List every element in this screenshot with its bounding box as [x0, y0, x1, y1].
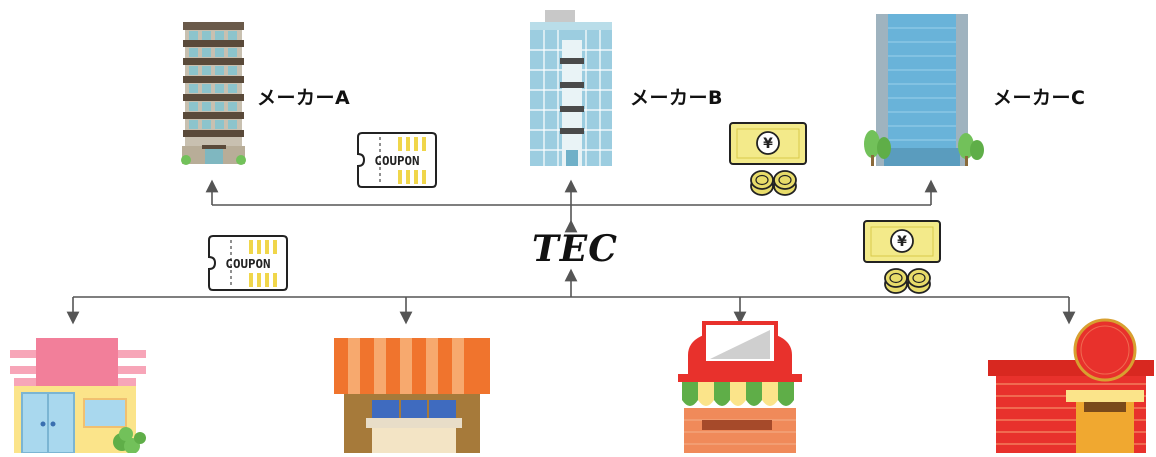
maker-a-building-icon	[181, 22, 246, 165]
maker-a-label: メーカーA	[257, 87, 351, 109]
coupon-icon-bottom: COUPON	[208, 235, 288, 291]
coupon-icon-top: COUPON	[357, 132, 437, 188]
store-1-icon	[10, 338, 146, 456]
yen-symbol: ¥	[897, 234, 907, 250]
coupon-text: COUPON	[374, 153, 419, 168]
maker-b-label: メーカーB	[630, 87, 723, 109]
money-icon-bottom: ¥	[863, 220, 941, 294]
maker-c-label: メーカーC	[993, 87, 1086, 109]
yen-symbol: ¥	[763, 136, 773, 152]
money-icon-top: ¥	[729, 122, 807, 196]
store-4-icon	[988, 318, 1154, 453]
store-2-icon	[334, 338, 490, 453]
store-3-icon	[678, 321, 802, 453]
hub-brand-label: TEC	[532, 228, 618, 270]
maker-b-building-icon	[530, 10, 612, 166]
coupon-text: COUPON	[225, 256, 270, 271]
maker-c-building-icon	[864, 14, 984, 166]
connector-lines	[66, 179, 1076, 325]
